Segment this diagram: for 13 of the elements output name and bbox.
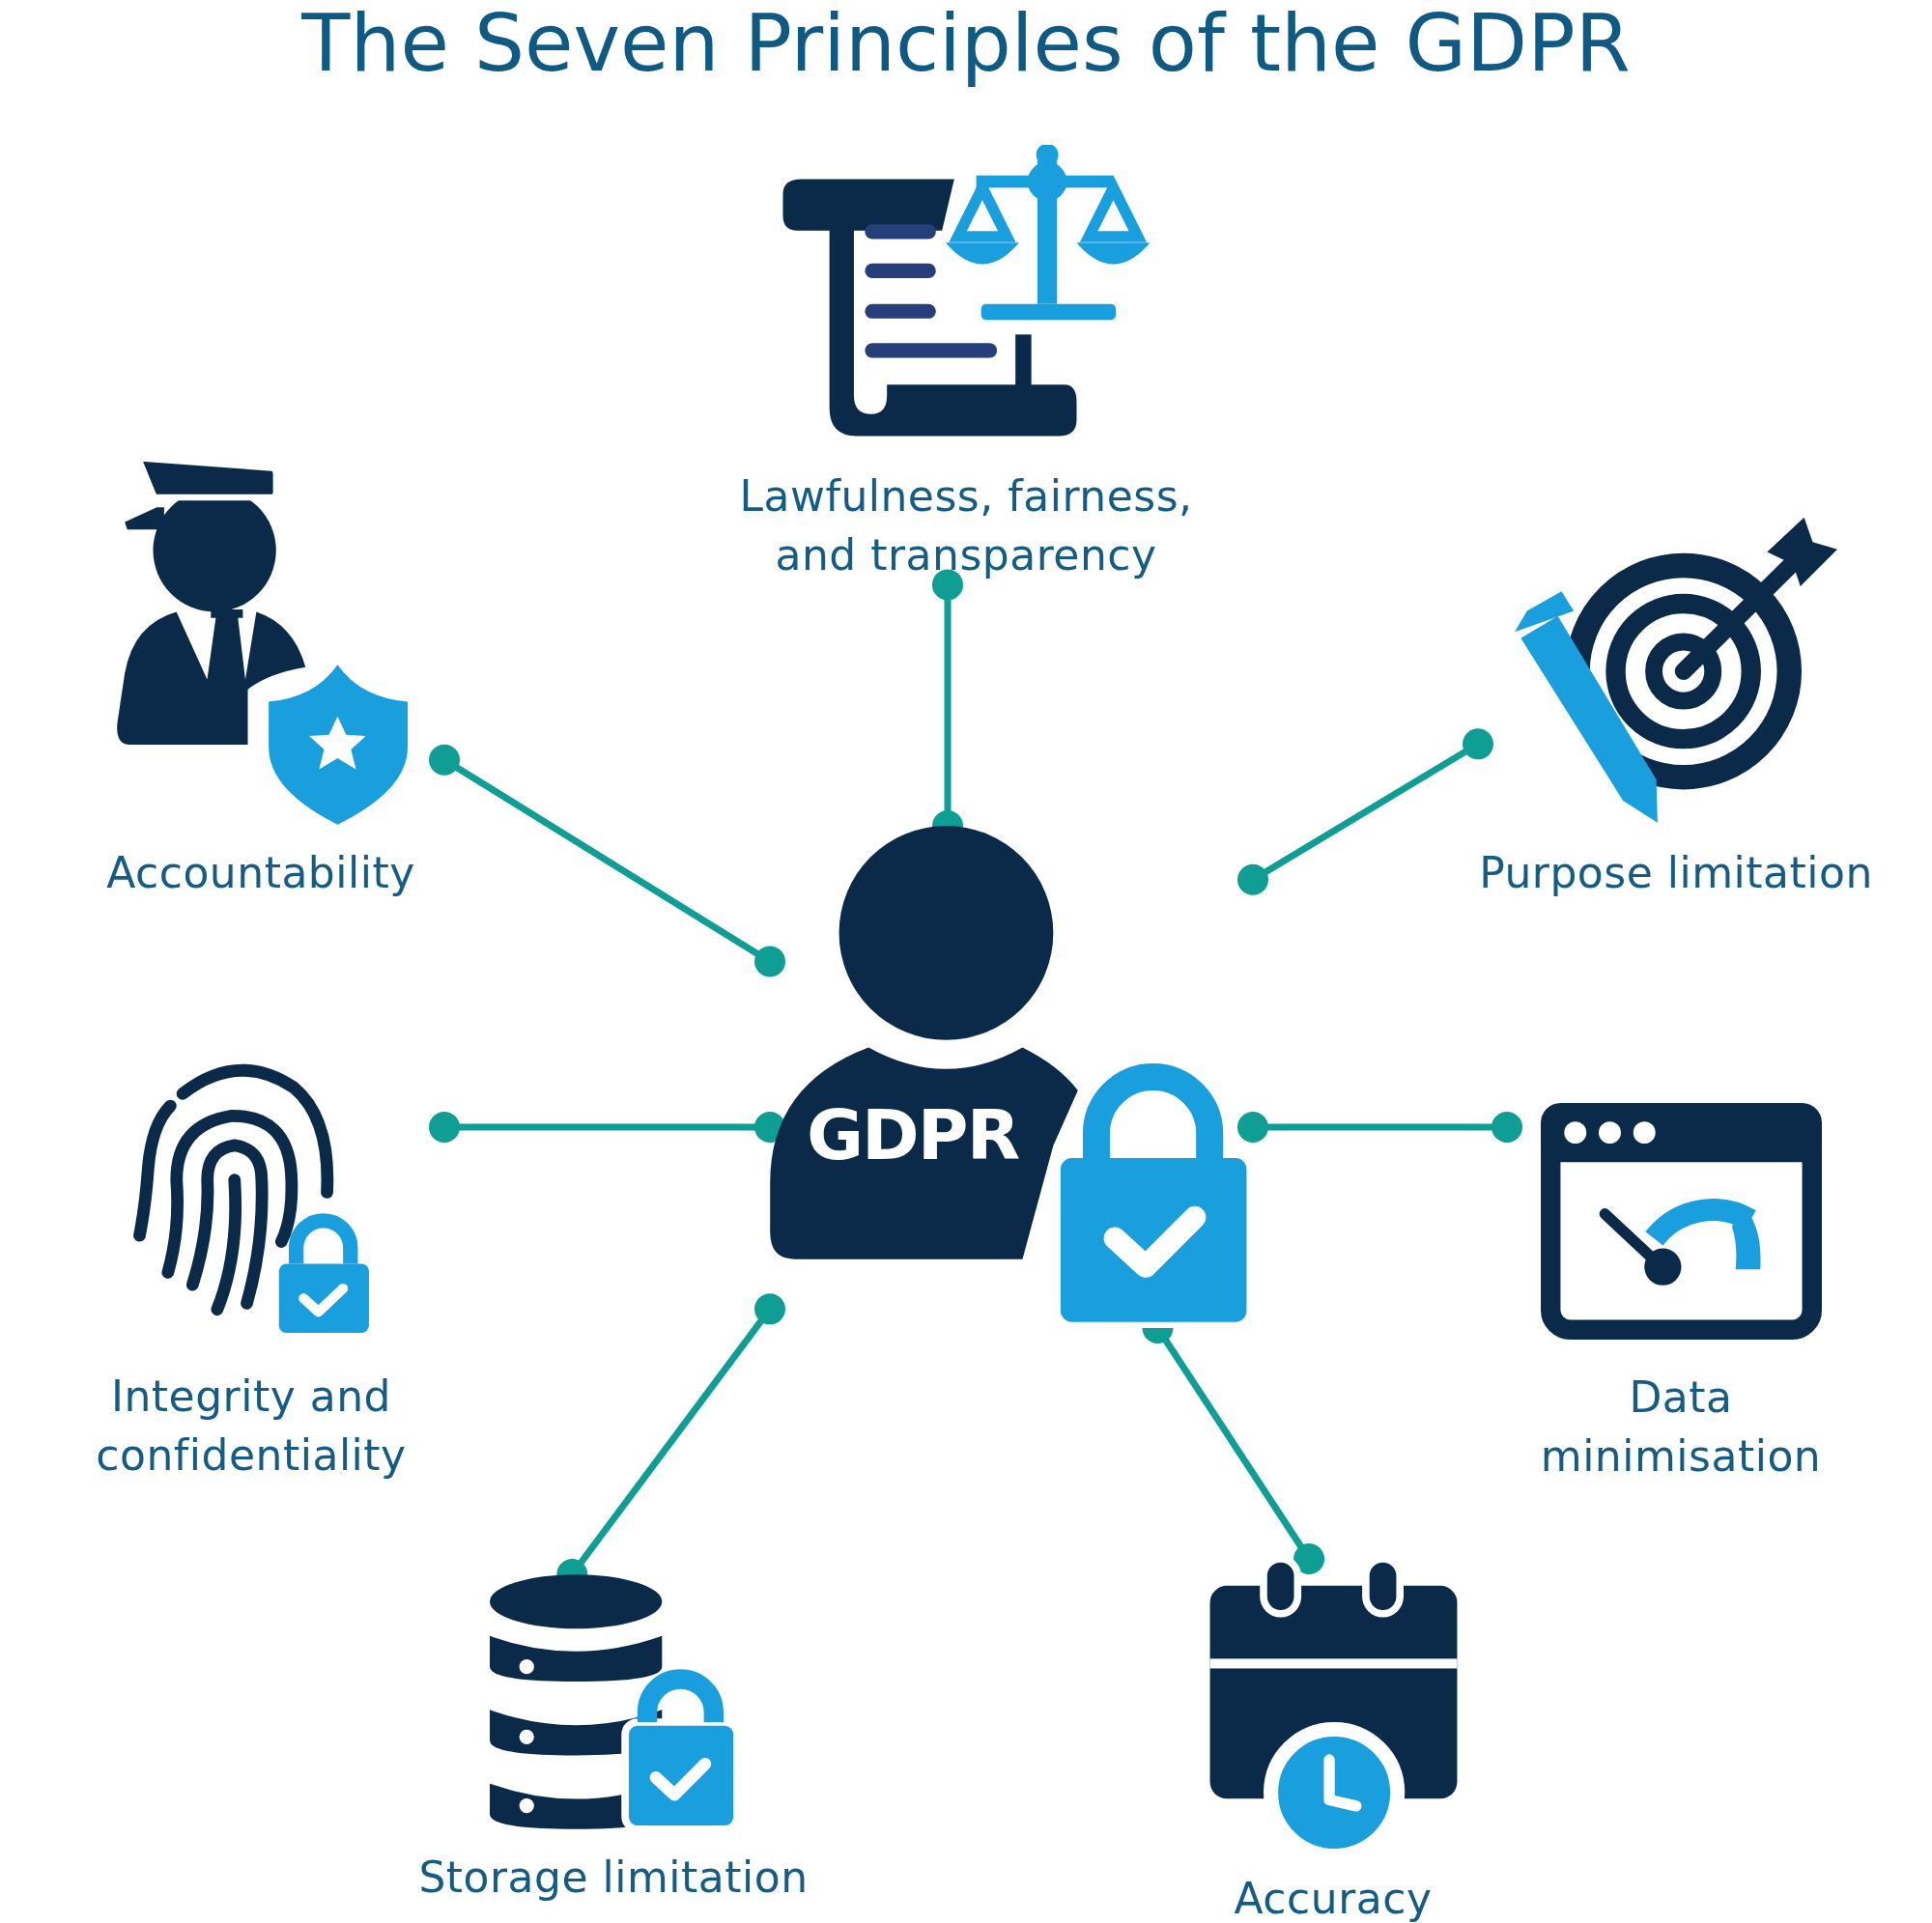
principle-label: Integrity and confidentiality xyxy=(95,1371,408,1482)
connector-line xyxy=(429,744,785,977)
connector-line xyxy=(429,1112,785,1143)
principle-label: Accuracy xyxy=(1234,1873,1433,1923)
principle-label: Lawfulness, fairness, and transparency xyxy=(738,470,1194,581)
principle-label: Data minimisation xyxy=(1539,1372,1823,1483)
connector-line xyxy=(1237,1112,1522,1143)
principle-label: Storage limitation xyxy=(418,1852,809,1904)
connector-line xyxy=(1237,728,1493,895)
title: The Seven Principles of the GDPR xyxy=(300,0,1632,88)
principle-label: Accountability xyxy=(106,847,415,899)
center-label: GDPR xyxy=(807,1094,1019,1175)
principle-label: Purpose limitation xyxy=(1479,847,1873,899)
